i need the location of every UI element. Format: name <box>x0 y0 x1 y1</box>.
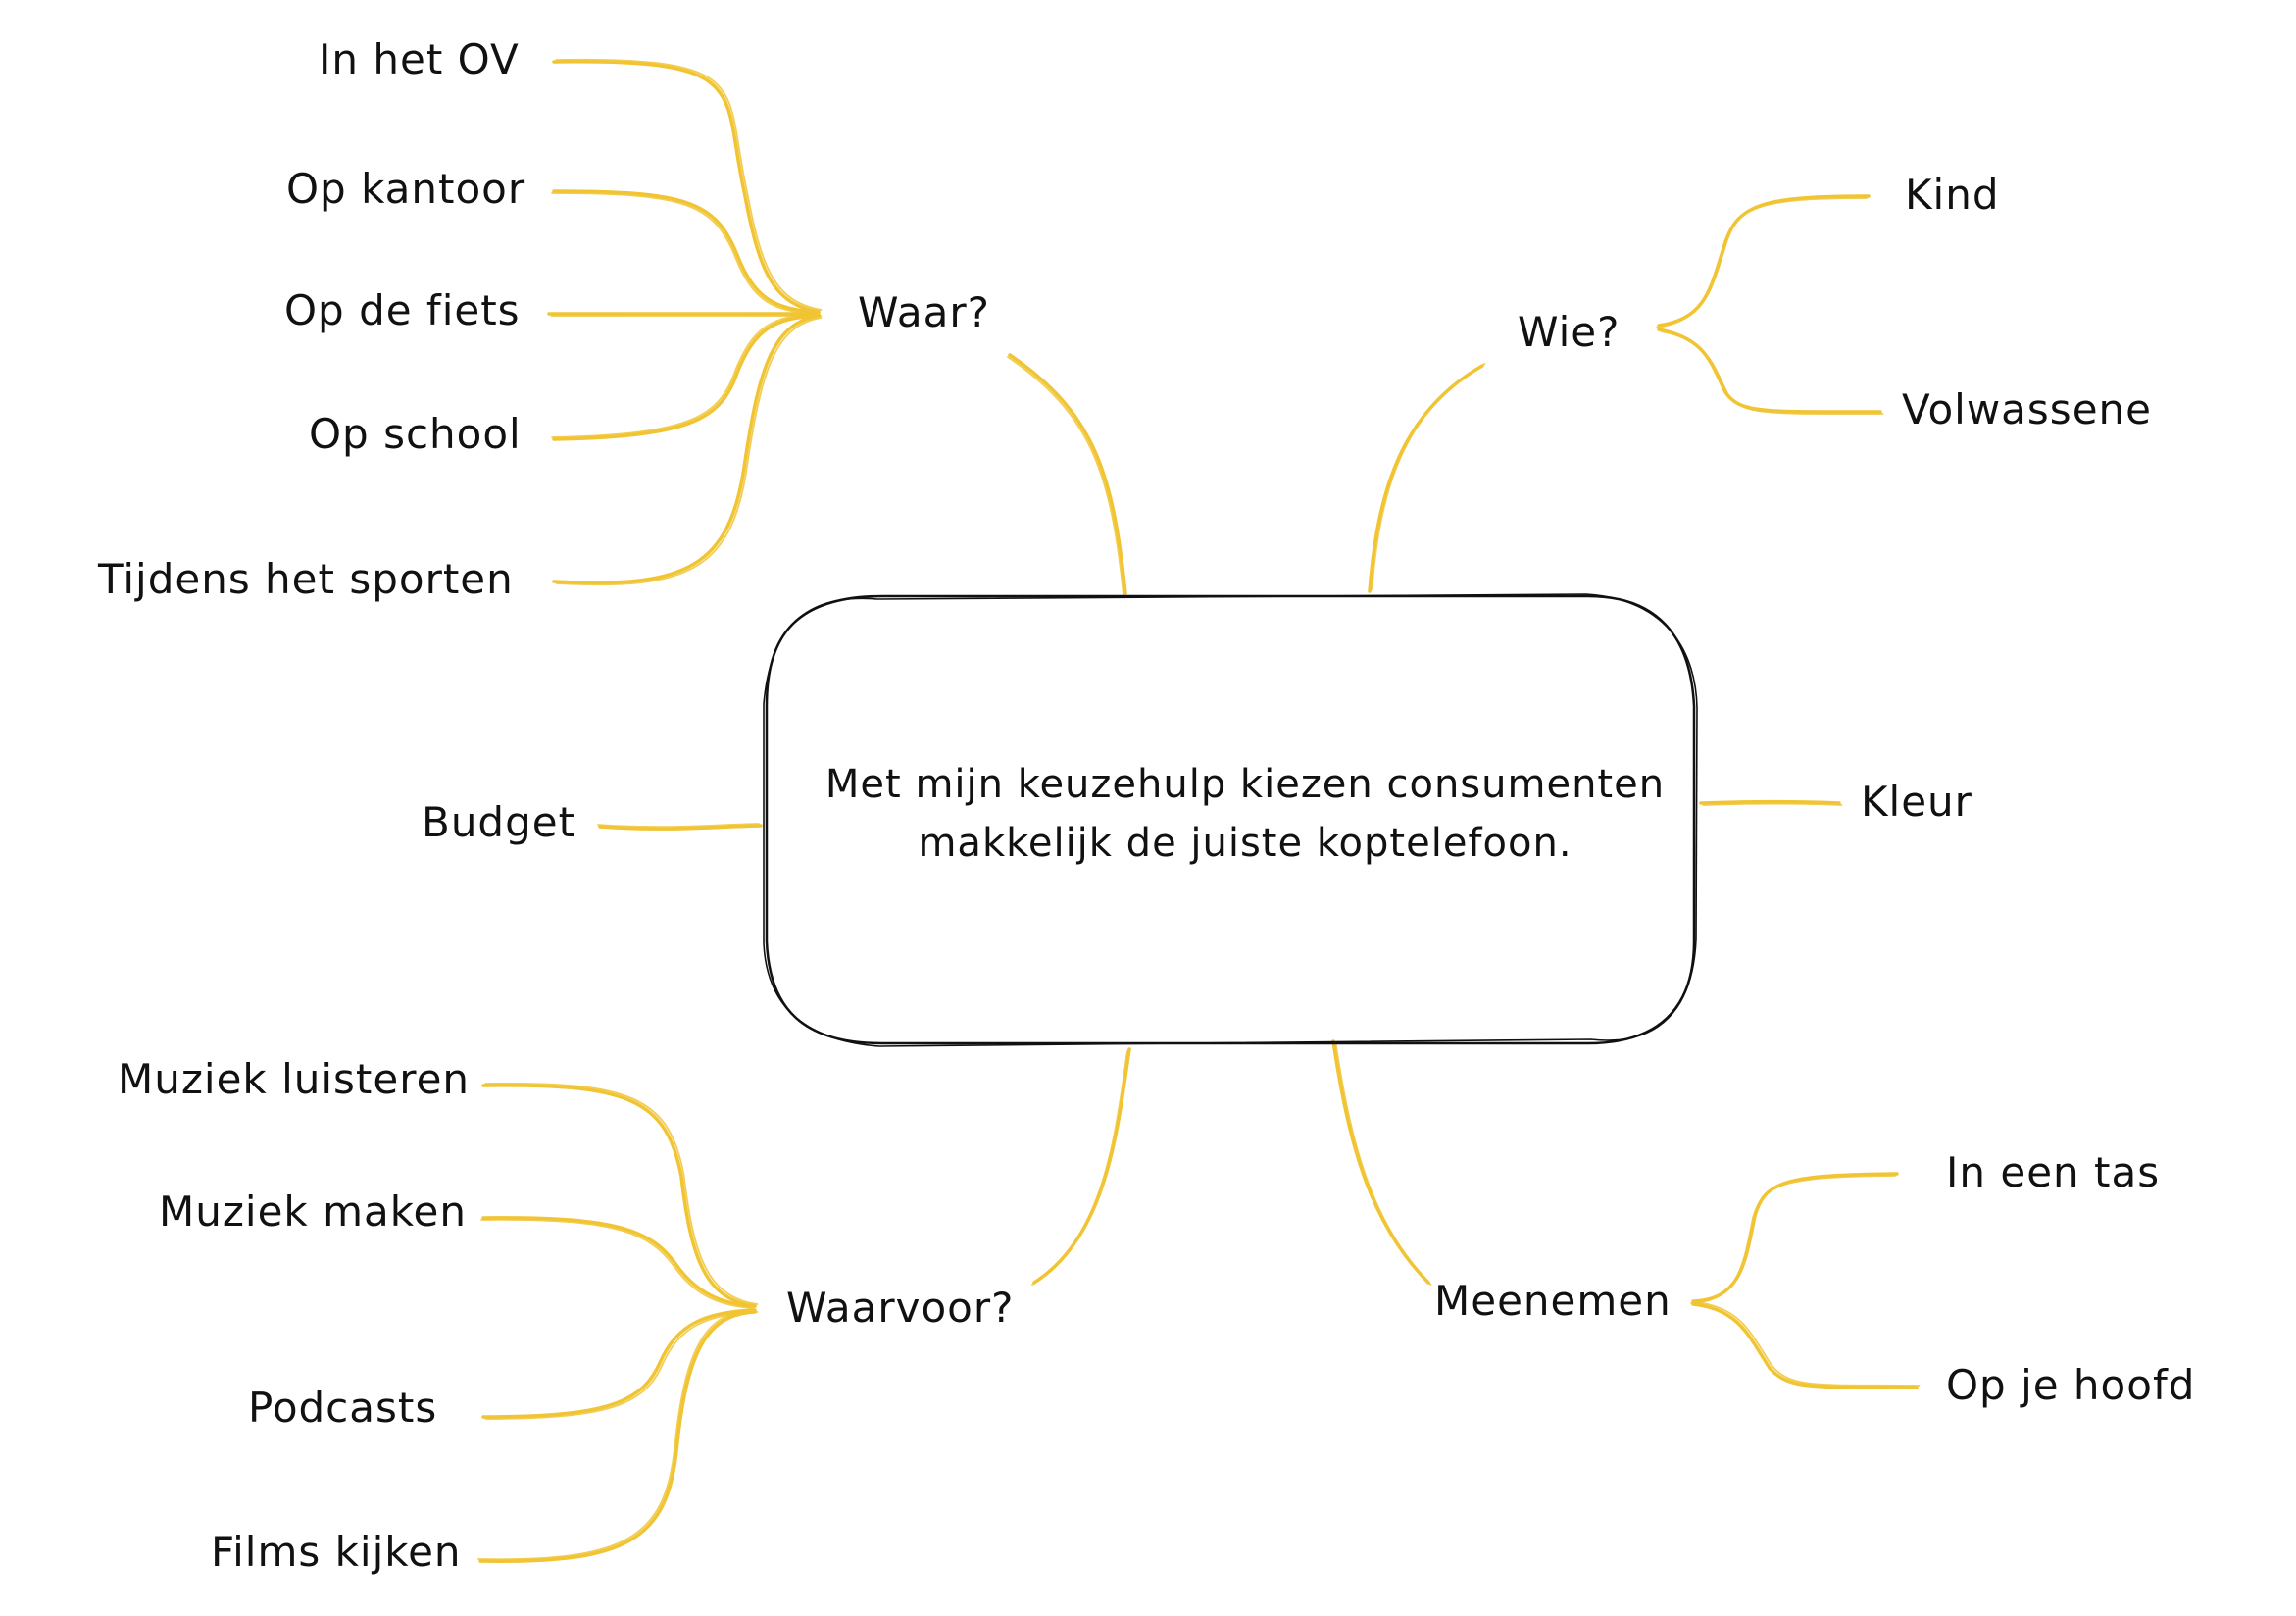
branch-waarvoor-films-kijken <box>478 1310 757 1563</box>
branch-center-waarvoor <box>1032 1047 1131 1285</box>
branch-waarvoor-muziek-maken-sketch <box>480 1218 754 1309</box>
waarvoor-item-muziek-luisteren: Muziek luisteren <box>118 1055 471 1103</box>
branch-center-waarvoor-sketch <box>1031 1050 1128 1286</box>
waarvoor-item-films-kijken: Films kijken <box>211 1528 462 1576</box>
wie-item-kind: Kind <box>1905 171 2000 219</box>
wie-item-volwassene: Volwassene <box>1902 385 2152 433</box>
waar-item-op-de-fiets: Op de fiets <box>284 286 521 334</box>
branch-center-meenemen <box>1331 1039 1430 1285</box>
branch-waarvoor-podcasts-sketch <box>484 1311 759 1420</box>
branch-waar-op-school-sketch <box>551 313 818 438</box>
central-statement-line-1: Met mijn keuzehulp kiezen consumenten <box>824 762 1666 807</box>
branch-meenemen-op-je-hoofd-sketch <box>1694 1301 1921 1387</box>
branch-waarvoor-muziek-luisteren-sketch <box>484 1082 759 1305</box>
central-statement-line-2: makkelijk de juiste koptelefoon. <box>918 821 1572 866</box>
branch-wie-kind-sketch <box>1656 197 1868 328</box>
branch-center-budget <box>598 824 763 831</box>
branch-waar-in-het-ov-sketch <box>555 58 823 311</box>
branch-center-kleur <box>1699 799 1841 805</box>
waarvoor-item-podcasts: Podcasts <box>248 1384 438 1432</box>
topic-kleur: Kleur <box>1861 778 1972 826</box>
topic-waar: Waar? <box>858 288 990 336</box>
branch-waarvoor-muziek-maken <box>481 1216 757 1308</box>
branch-center-wie-sketch <box>1371 363 1486 590</box>
waarvoor-item-muziek-maken: Muziek maken <box>159 1187 468 1236</box>
branch-waarvoor-podcasts <box>481 1308 757 1419</box>
center-box-outline-sketch <box>763 593 1698 1047</box>
waar-item-tijdens-het-sporten: Tijdens het sporten <box>98 555 514 603</box>
branch-waar-tijdens-het-sporten <box>552 314 821 584</box>
center-box <box>763 593 1698 1047</box>
meenemen-item-in-een-tas: In een tas <box>1946 1148 2161 1196</box>
branch-wie-kind <box>1657 194 1871 328</box>
branch-meenemen-in-een-tas <box>1691 1172 1899 1303</box>
branch-center-budget-sketch <box>597 823 760 829</box>
branch-waarvoor-films-kijken-sketch <box>477 1309 754 1561</box>
branch-center-meenemen-sketch <box>1334 1042 1432 1286</box>
branch-waar-op-kantoor <box>552 189 821 314</box>
topic-waarvoor: Waarvoor? <box>786 1284 1015 1332</box>
waar-item-op-school: Op school <box>309 410 522 458</box>
waar-item-op-kantoor: Op kantoor <box>286 165 526 213</box>
topic-wie: Wie? <box>1518 308 1621 356</box>
branch-waar-in-het-ov <box>552 60 821 314</box>
topic-meenemen: Meenemen <box>1434 1277 1672 1325</box>
branch-center-waar <box>1008 353 1127 595</box>
central-statement: Met mijn keuzehulp kiezen consumenten ma… <box>784 755 1706 873</box>
branch-meenemen-in-een-tas-sketch <box>1690 1175 1896 1304</box>
waar-item-in-het-ov: In het OV <box>319 35 520 83</box>
branch-center-wie <box>1368 364 1484 593</box>
branch-connectors <box>477 58 1921 1563</box>
branch-waar-tijdens-het-sporten-sketch <box>555 317 823 586</box>
branch-waar-op-kantoor-sketch <box>551 192 818 315</box>
branch-center-kleur-sketch <box>1702 802 1843 806</box>
branch-waar-op-school <box>552 314 821 441</box>
branch-wie-volwassene-sketch <box>1660 330 1884 415</box>
meenemen-item-op-je-hoofd: Op je hoofd <box>1946 1361 2196 1409</box>
topic-budget: Budget <box>422 798 576 846</box>
branch-center-waar-sketch <box>1007 356 1124 596</box>
branch-meenemen-op-je-hoofd <box>1691 1302 1919 1389</box>
branch-waarvoor-muziek-luisteren <box>481 1084 757 1308</box>
